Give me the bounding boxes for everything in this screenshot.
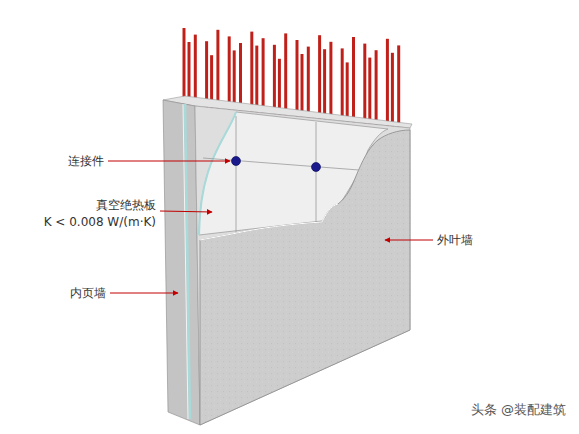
panel-joint (203, 158, 372, 171)
rebar (368, 58, 371, 127)
rebar (228, 36, 231, 111)
outer-leaf-cut-edge (200, 204, 338, 240)
property-label: K < 0.008 W/(m·K) (44, 215, 156, 229)
rebar (318, 35, 321, 120)
leader-line (108, 161, 230, 162)
panel-joint (236, 116, 237, 232)
watermark: 头条 @装配建筑 (471, 402, 566, 418)
rebar (323, 49, 326, 122)
rebar (284, 33, 287, 117)
rebar (352, 37, 355, 124)
side-face (163, 100, 200, 425)
part-label: 连接件 (68, 154, 104, 168)
outer-leaf-wall (200, 130, 410, 425)
rebar (273, 45, 276, 116)
rebar (183, 28, 186, 107)
rebar (397, 45, 400, 128)
rebar (329, 42, 332, 122)
rebar (363, 44, 366, 125)
rebar (386, 39, 389, 128)
rebar (346, 62, 349, 124)
connector-dot (312, 163, 321, 172)
rebar (391, 53, 394, 130)
leader-line (385, 240, 433, 241)
insulation-panel-edge (199, 112, 236, 235)
rebar (341, 48, 344, 122)
part-label: 外叶墙 (437, 233, 473, 247)
panel-joint (316, 122, 317, 222)
connector-dot (232, 157, 241, 166)
part-label: 内页墙 (70, 286, 106, 300)
leader-line (110, 293, 178, 294)
rebar (375, 50, 378, 126)
part-label: 真空绝热板 (96, 198, 156, 212)
rebar (216, 30, 219, 111)
rebar (239, 43, 242, 113)
inner-wall-face (195, 106, 410, 425)
leader-line (160, 211, 212, 212)
rebar (307, 47, 310, 120)
rebar (296, 40, 299, 118)
rebar (250, 32, 253, 114)
rebar (262, 38, 265, 115)
insulation-edge-line (183, 104, 188, 419)
